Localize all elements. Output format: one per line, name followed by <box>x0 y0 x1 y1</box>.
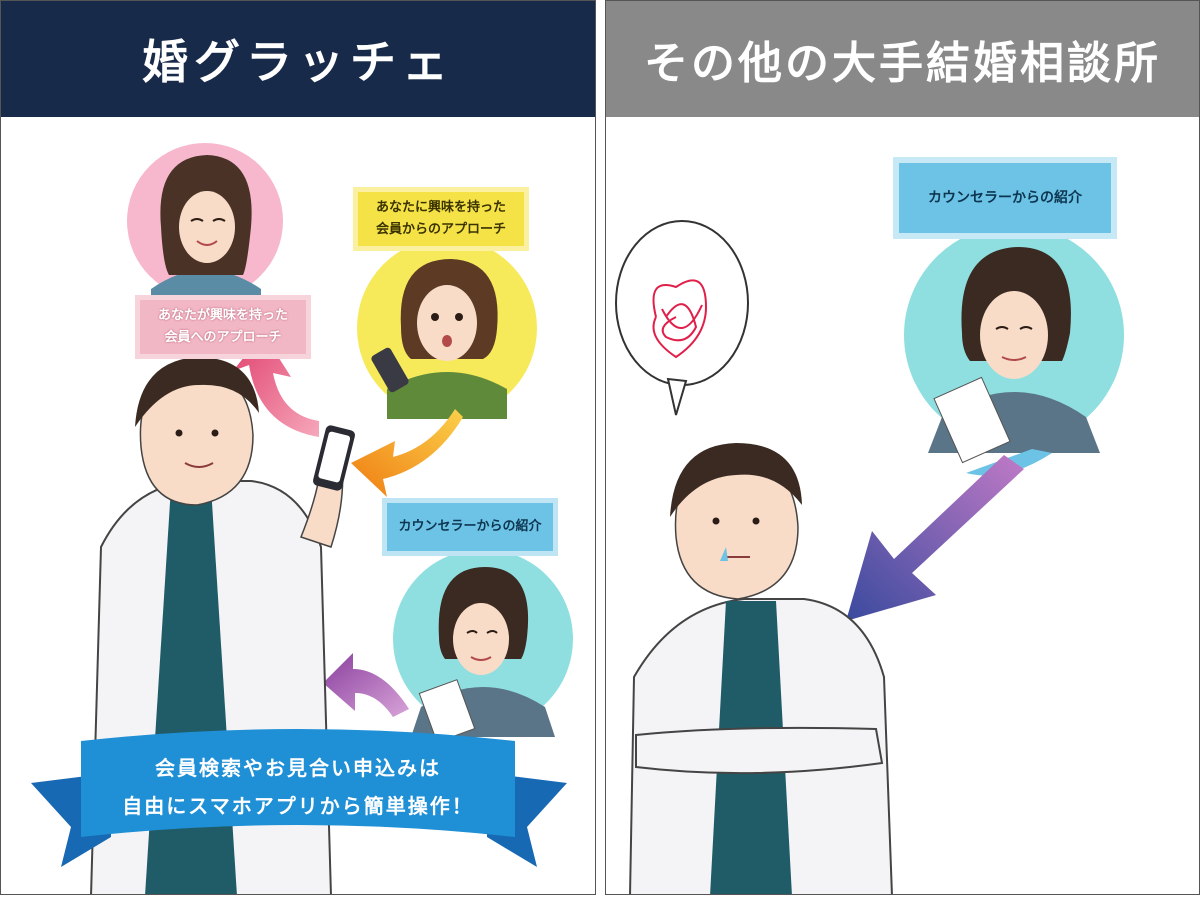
left-illustration <box>31 143 573 894</box>
pink-arrow <box>233 333 319 437</box>
man-arms-crossed <box>629 443 893 894</box>
banner-ribbon <box>31 729 567 867</box>
right-panel: その他の大手結婚相談所 <box>605 0 1200 895</box>
counselor-teal-circle-right <box>904 225 1124 476</box>
thought-bubble <box>615 220 749 416</box>
label-counselor-introduction-right: カウンセラーからの紹介 <box>893 157 1117 239</box>
left-panel-title: 婚グラッチェ <box>1 1 595 117</box>
orange-arrow <box>351 409 463 497</box>
right-art: カウンセラーからの紹介 <box>606 117 1199 894</box>
scribble-heart-icon <box>652 279 708 359</box>
violet-arrow <box>846 455 1024 621</box>
woman-pink-circle <box>127 143 283 312</box>
label-approach-to-member: あなたが興味を持った 会員へのアプローチ <box>135 295 311 359</box>
purple-arrow <box>323 653 409 717</box>
label-counselor-introduction-left: カウンセラーからの紹介 <box>382 498 558 556</box>
left-art: あなたが興味を持った 会員へのアプローチ あなたに興味を持った 会員からのアプロ… <box>1 117 595 894</box>
counselor-teal-circle <box>393 549 573 743</box>
woman-yellow-circle <box>357 238 537 419</box>
banner-text: 会員検索やお見合い申込みは 自由にスマホアプリから簡単操作！ <box>122 756 474 818</box>
right-illustration <box>615 220 1124 894</box>
right-panel-title: その他の大手結婚相談所 <box>606 1 1199 117</box>
left-panel: 婚グラッチェ <box>0 0 596 895</box>
label-approach-from-member: あなたに興味を持った 会員からのアプローチ <box>353 187 529 251</box>
